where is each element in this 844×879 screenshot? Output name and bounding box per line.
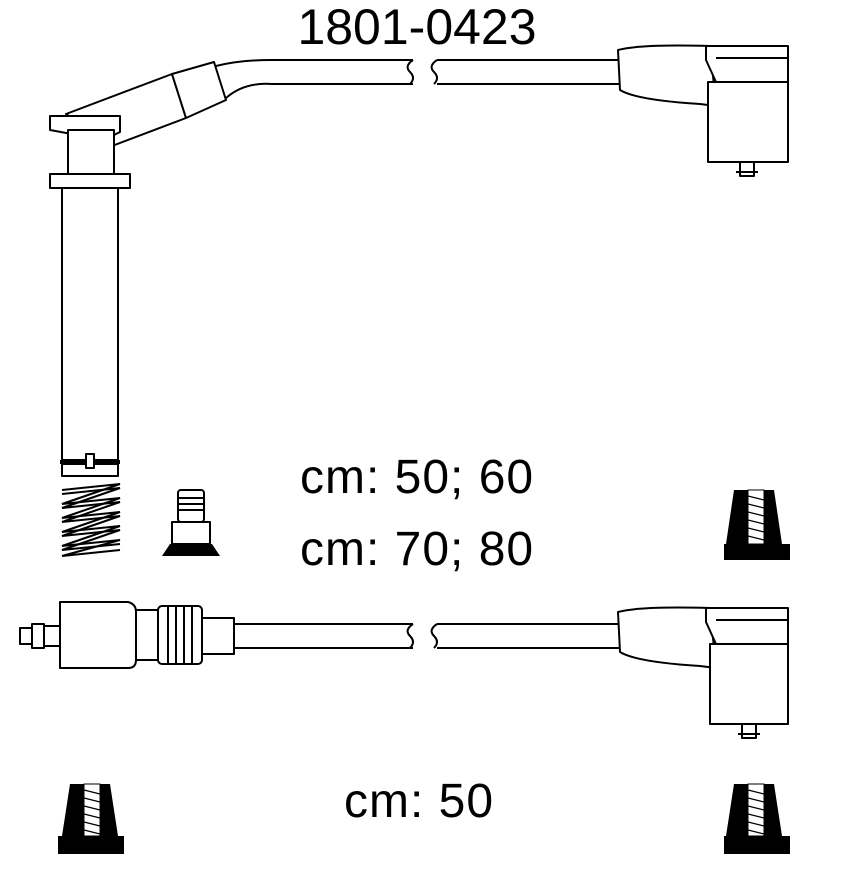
top-right-boot [617, 44, 789, 177]
coil-connector [19, 601, 235, 669]
spring-clip [61, 483, 121, 557]
length-label-middle: cm: 70; 80 [300, 523, 535, 576]
bottom-cable [234, 623, 413, 649]
part-number: 1801-0423 [297, 0, 537, 55]
bottom-right-boot [617, 606, 789, 739]
top-left-plug-boot [49, 61, 227, 477]
length-label-upper: cm: 50; 60 [300, 451, 535, 504]
bottom-lead [19, 601, 789, 739]
nut-right-1 [724, 489, 790, 560]
length-label-coil-lead: cm: 50 [344, 775, 495, 828]
top-lead [49, 44, 789, 477]
top-cable [215, 59, 413, 67]
terminal-connector [162, 489, 220, 556]
nut-left-2 [58, 783, 124, 854]
nut-right-2 [724, 783, 790, 854]
